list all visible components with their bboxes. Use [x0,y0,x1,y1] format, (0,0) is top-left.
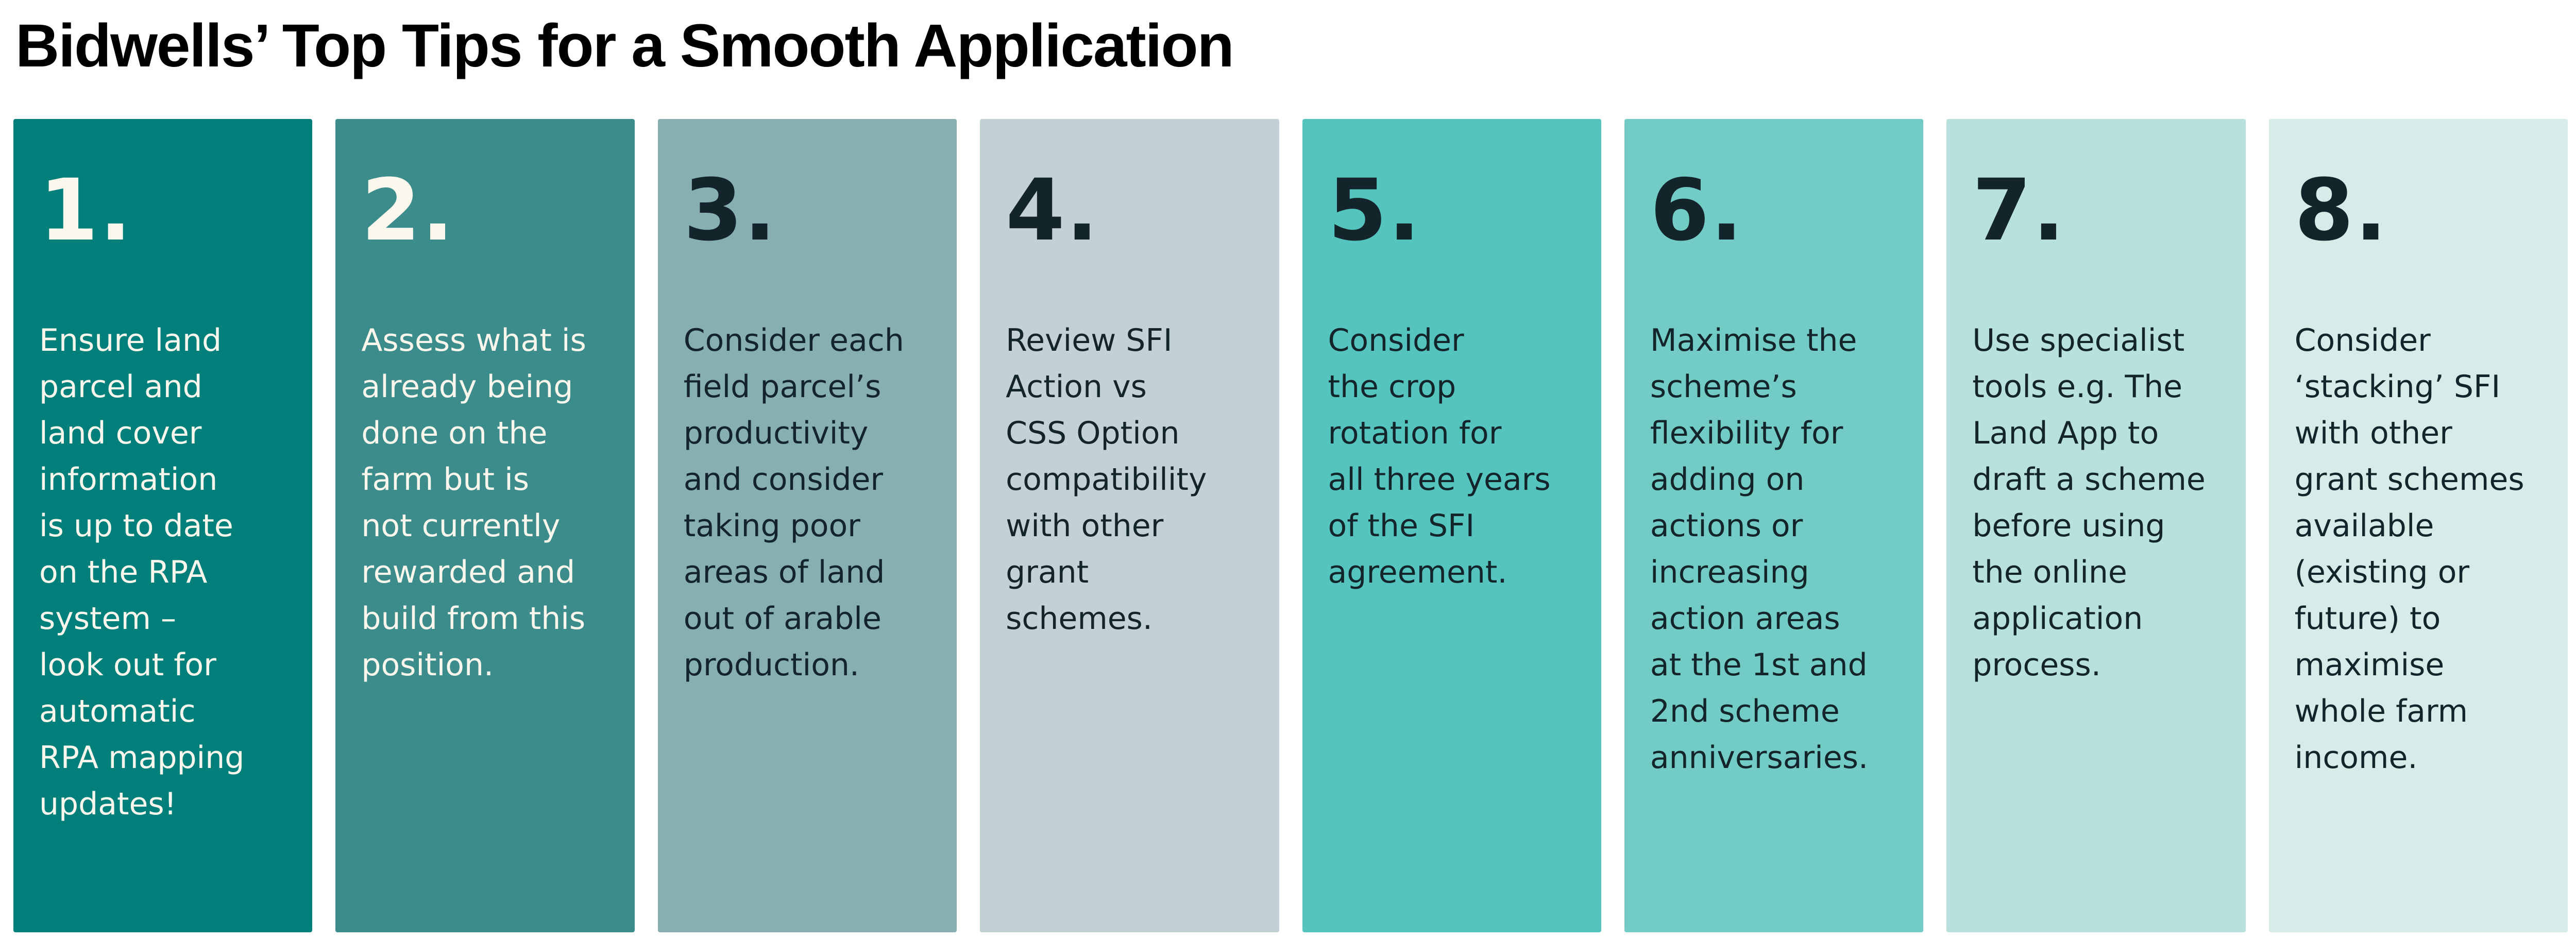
tip-number: 8. [2294,161,2388,260]
tip-number: 6. [1650,161,1744,260]
tip-text: Maximise the scheme’s flexibility for ad… [1650,322,1869,776]
tip-card-8: 8. Consider ‘stacking’ SFI with other gr… [2268,119,2568,932]
tip-text: Review SFI Action vs CSS Option compatib… [1006,322,1207,637]
tip-text: Consider the crop rotation for all three… [1328,322,1551,590]
tip-card-6: 6. Maximise the scheme’s flexibility for… [1624,119,1924,932]
tip-text: Consider ‘stacking’ SFI with other grant… [2294,322,2524,776]
tip-number: 2. [361,161,455,260]
tip-text: Consider each field parcel’s productivit… [683,322,904,683]
tip-card-5: 5. Consider the crop rotation for all th… [1302,119,1601,932]
tip-card-7: 7. Use specialist tools e.g. The Land Ap… [1946,119,2246,932]
tip-number: 4. [1006,161,1099,260]
tip-card-3: 3. Consider each field parcel’s producti… [657,119,957,932]
tip-number: 1. [39,161,133,260]
tip-cards-row: 1. Ensure land parcel and land cover inf… [13,119,2568,932]
tip-card-1: 1. Ensure land parcel and land cover inf… [13,119,313,932]
page-title: Bidwells’ Top Tips for a Smooth Applicat… [15,12,1234,80]
tip-number: 5. [1328,161,1421,260]
tip-card-2: 2. Assess what is already being done on … [335,119,635,932]
tip-card-4: 4. Review SFI Action vs CSS Option compa… [980,119,1279,932]
tip-number: 7. [1972,161,2066,260]
tip-number: 3. [683,161,777,260]
tip-text: Assess what is already being done on the… [361,322,586,683]
tip-text: Use specialist tools e.g. The Land App t… [1972,322,2206,683]
tip-text: Ensure land parcel and land cover inform… [39,322,245,822]
